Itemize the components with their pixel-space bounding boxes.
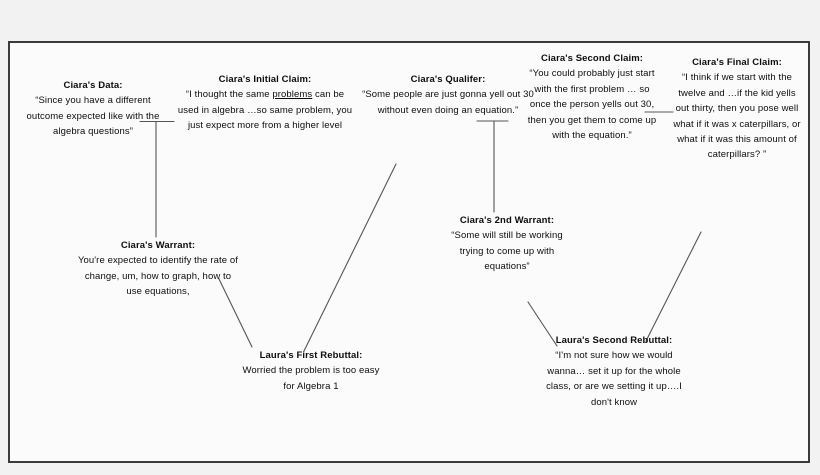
node-body-post: can be used in algebra …so same problem,… xyxy=(177,89,353,132)
node-body: Worried the problem is too easy for Alge… xyxy=(242,365,380,392)
node-heading: Laura's Second Rebuttal: xyxy=(555,335,673,346)
node-heading: Laura's First Rebuttal: xyxy=(259,350,363,361)
node-ciaras-warrant: Ciara's Warrant: You're expected to iden… xyxy=(76,238,240,300)
node-body: “I think if we start with the twelve and… xyxy=(673,72,801,161)
node-heading: Ciara's Warrant: xyxy=(120,240,196,251)
node-heading: Ciara's Data: xyxy=(63,80,123,91)
node-body-pre: “I thought the same xyxy=(185,89,273,101)
node-heading: Ciara's Initial Claim: xyxy=(218,74,312,85)
node-body: “Some will still be working trying to co… xyxy=(451,230,563,273)
node-ciaras-data: Ciara's Data: “Since you have a differen… xyxy=(18,78,168,140)
node-ciaras-second-claim: Ciara's Second Claim: “You could probabl… xyxy=(524,51,660,143)
node-body: “Since you have a different outcome expe… xyxy=(26,95,160,138)
node-heading: Ciara's Qualifer: xyxy=(410,74,486,85)
node-heading: Ciara's 2nd Warrant: xyxy=(459,215,555,226)
node-ciaras-final-claim: Ciara's Final Claim: “I think if we star… xyxy=(672,55,802,163)
node-body-underlined-term: problems xyxy=(272,89,313,101)
node-ciaras-2nd-warrant: Ciara's 2nd Warrant: “Some will still be… xyxy=(444,213,570,275)
node-heading: Ciara's Second Claim: xyxy=(540,53,644,64)
node-lauras-first-rebuttal: Laura's First Rebuttal: Worried the prob… xyxy=(238,348,384,394)
node-ciaras-initial-claim: Ciara's Initial Claim: “I thought the sa… xyxy=(176,72,354,134)
node-body: “You could probably just start with the … xyxy=(527,68,657,142)
node-ciaras-qualifer: Ciara's Qualifer: “Some people are just … xyxy=(362,72,534,118)
node-body: You're expected to identify the rate of … xyxy=(77,255,239,298)
node-heading: Ciara's Final Claim: xyxy=(692,57,782,68)
node-body: “I thought the same problems can be used… xyxy=(176,87,354,133)
node-body: “Some people are just gonna yell out 30 … xyxy=(362,89,534,116)
node-body: “I'm not sure how we would wanna… set it… xyxy=(546,350,682,408)
node-lauras-second-rebuttal: Laura's Second Rebuttal: “I'm not sure h… xyxy=(538,333,690,410)
